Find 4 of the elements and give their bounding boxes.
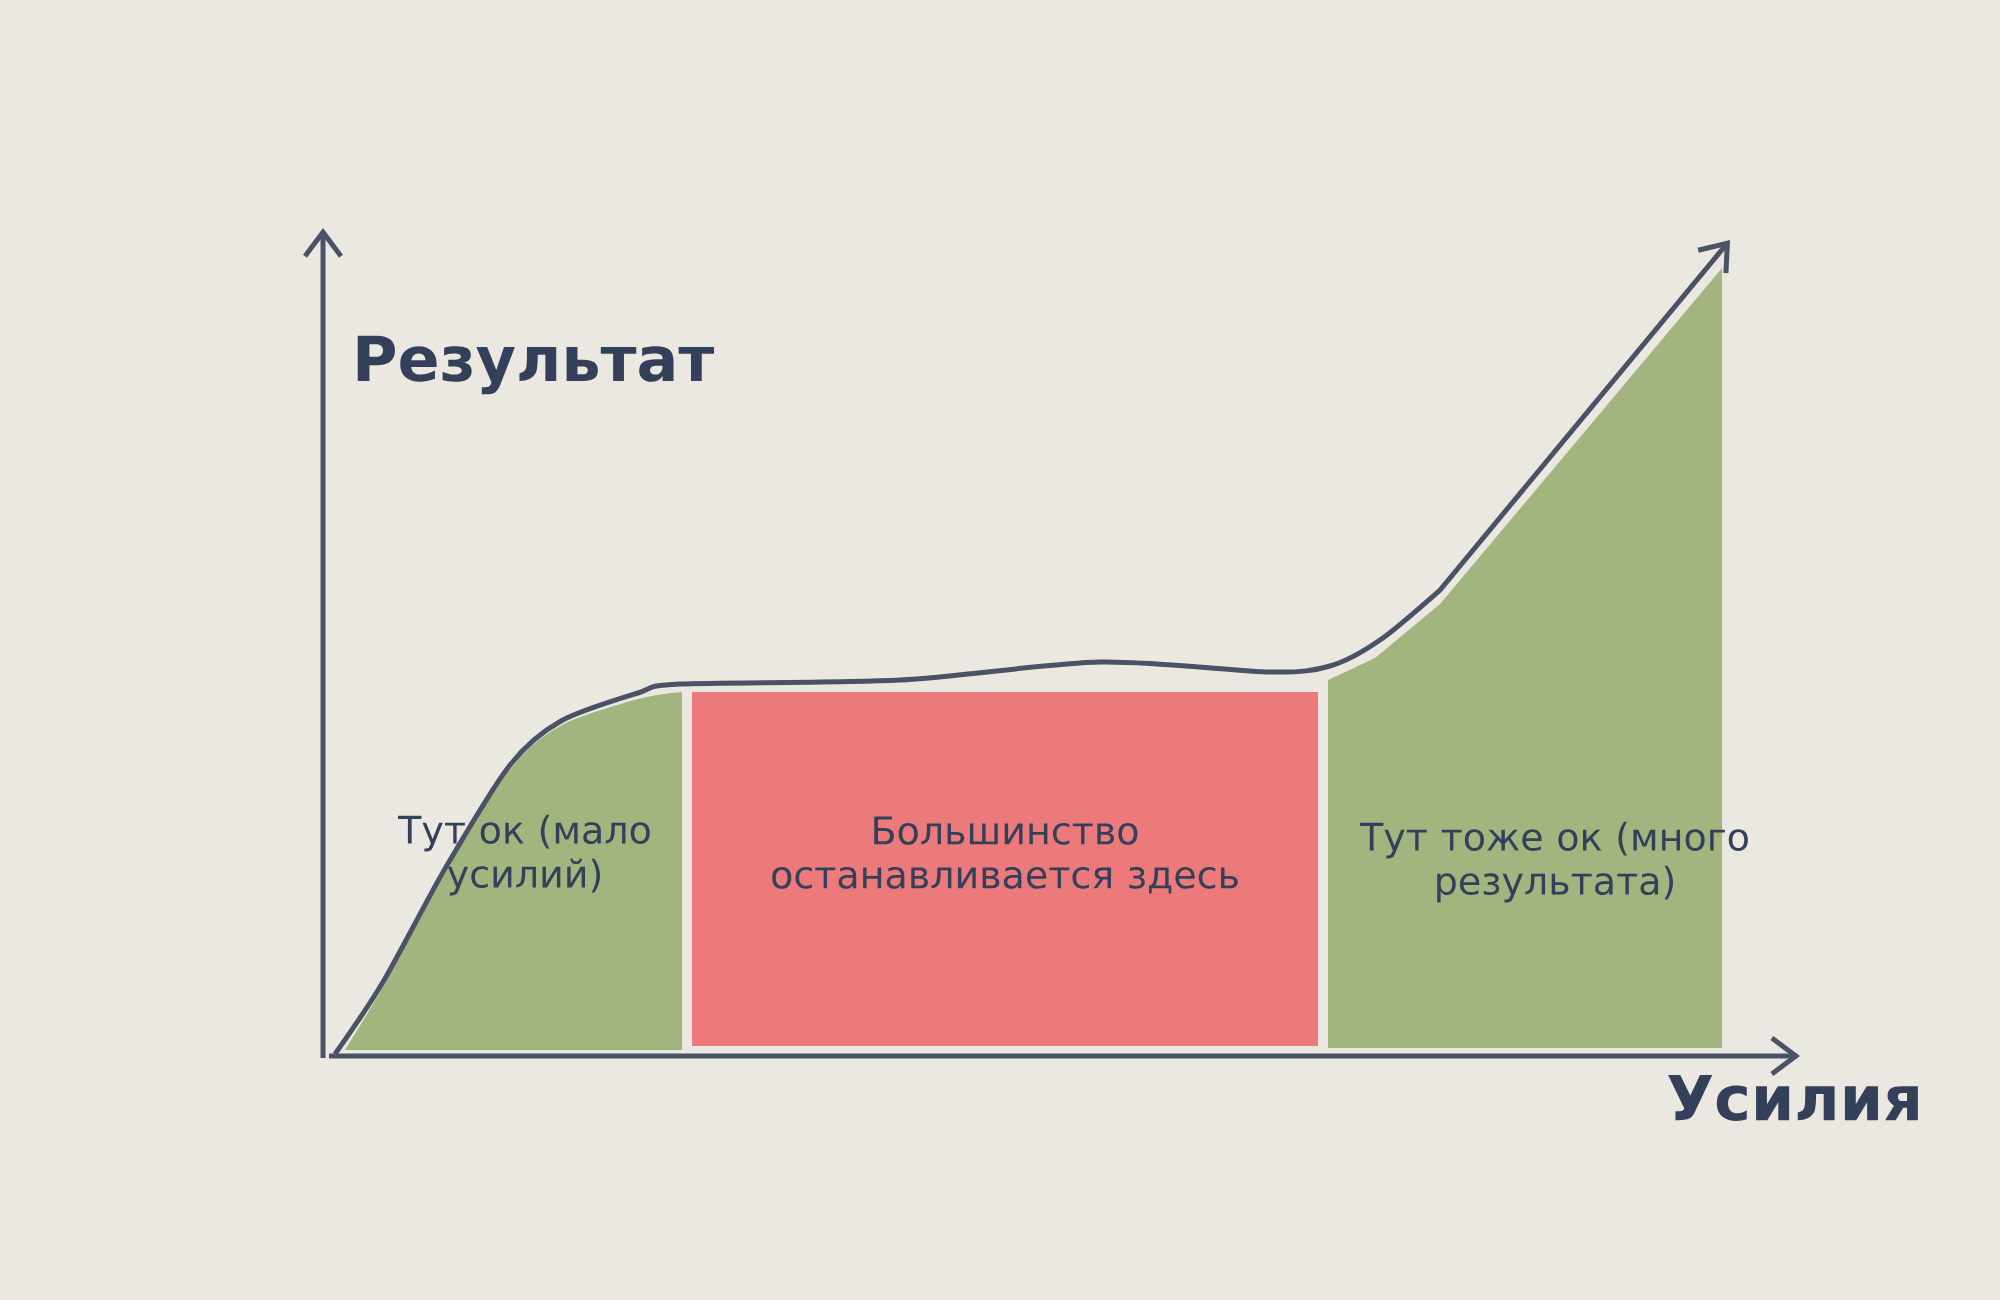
axis-label: Результат bbox=[357, 335, 715, 395]
zone: Тут ок (мало усилий) bbox=[345, 692, 682, 1050]
zone: Большинство останавливается здесь bbox=[692, 692, 1318, 1046]
axis-label: Усилия bbox=[1668, 1074, 1918, 1122]
